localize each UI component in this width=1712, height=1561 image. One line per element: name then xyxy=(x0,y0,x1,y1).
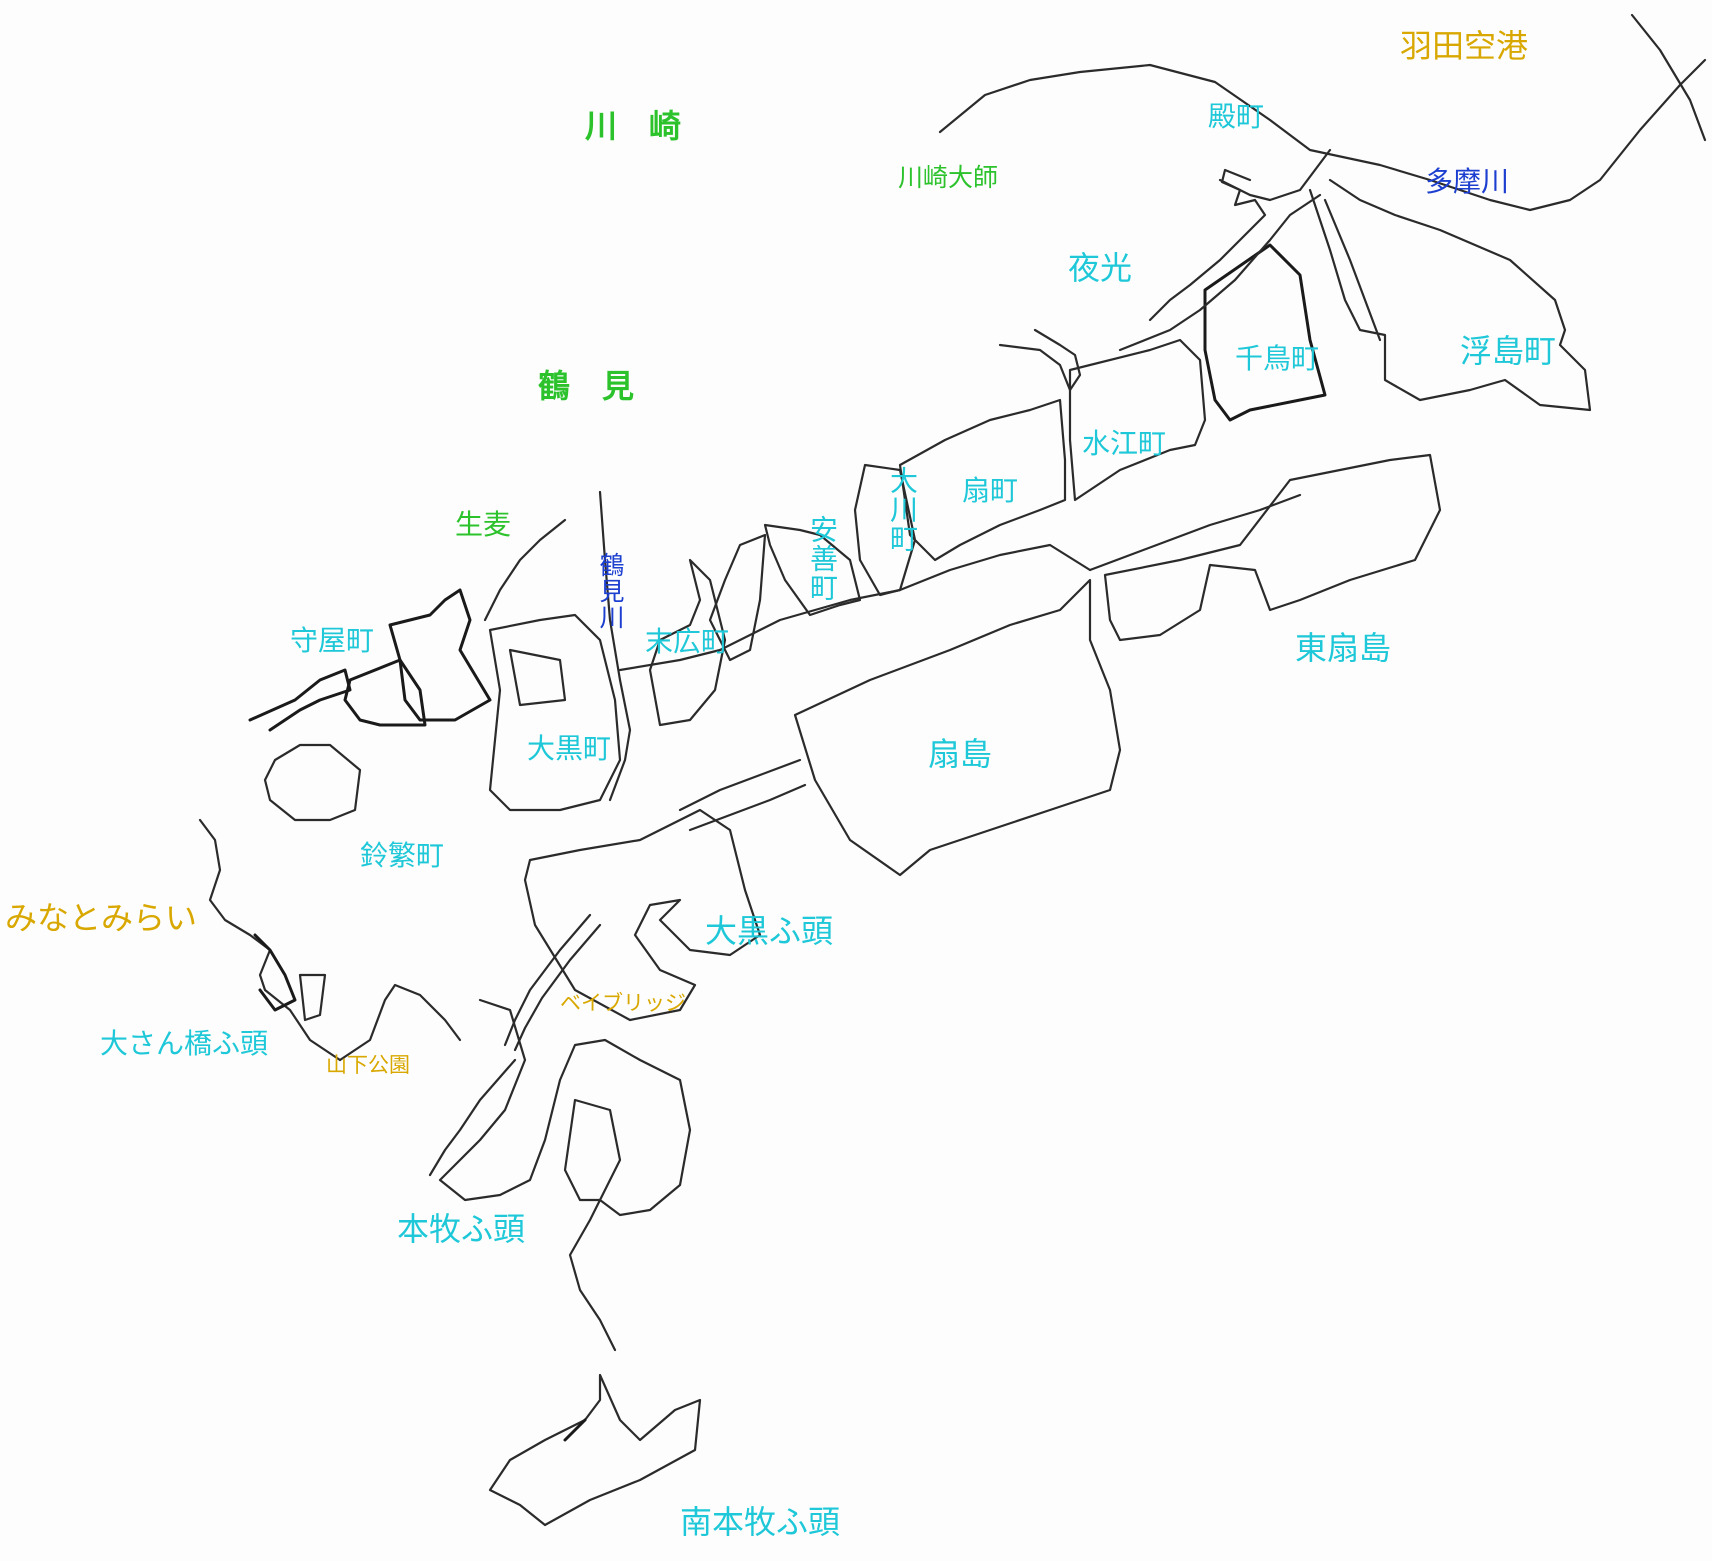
daikoku-futo-outline xyxy=(523,808,762,1022)
ogishima-connector-south xyxy=(688,783,807,832)
label-kawasaki: 川 崎 xyxy=(585,107,682,145)
label-chidoricho: 千鳥町 xyxy=(1235,342,1320,375)
label-tamagawa: 多摩川 xyxy=(1425,165,1510,198)
mainland-southeast-edge xyxy=(1088,493,1302,572)
ogishima-connector xyxy=(678,758,802,812)
label-ukishimacho: 浮島町 xyxy=(1460,332,1557,370)
label-ogimachi: 扇町 xyxy=(962,474,1019,507)
suehirocho-outline xyxy=(648,558,727,727)
ogishima-outline xyxy=(793,578,1122,877)
haneda-edge xyxy=(1630,13,1707,142)
yamashita-coast xyxy=(338,983,462,1062)
tsurumigawa-east xyxy=(483,518,567,622)
moriyacho-outline xyxy=(388,588,492,722)
suzushigecho-outline xyxy=(263,743,362,822)
label-minatomirai: みなとみらい xyxy=(5,899,198,937)
ukishima-outline xyxy=(1308,178,1592,412)
label-suehirocho: 末広町 xyxy=(645,625,730,658)
minatomirai-coast xyxy=(198,818,342,1062)
label-mizuecho: 水江町 xyxy=(1082,427,1167,460)
mainland-shore xyxy=(618,543,1092,672)
bay-bridge-parallel xyxy=(513,923,602,1052)
label-tsurumi: 鶴 見 xyxy=(538,367,635,405)
minami-honmoku-outline xyxy=(488,1373,702,1527)
moriyacho-piers xyxy=(248,668,352,732)
label-haneda: 羽田空港 xyxy=(1400,27,1529,65)
minami-honmoku-bridge xyxy=(563,1418,587,1442)
label-tsurumigawa: 鶴見川 xyxy=(596,552,625,630)
moriyacho-west xyxy=(343,658,427,727)
daikokucho-outline xyxy=(488,613,622,812)
honmoku-basin xyxy=(563,1098,622,1202)
ogimachi-outline xyxy=(898,398,1067,562)
bay-bridge xyxy=(503,913,592,1047)
anzencho-west xyxy=(708,533,767,662)
label-kawasaki-daishi: 川崎大師 xyxy=(898,163,999,192)
label-daikokucho: 大黒町 xyxy=(527,732,612,765)
mizuecho-jetty xyxy=(998,328,1082,392)
ukishima-inner-channel xyxy=(1323,198,1382,342)
label-osanbashi-futo: 大さん橋ふ頭 xyxy=(100,1027,269,1060)
higashi-ogishima-outline xyxy=(1103,453,1442,642)
label-ogishima: 扇島 xyxy=(928,735,993,773)
honmoku-west xyxy=(428,1058,517,1177)
label-tonomachi: 殿町 xyxy=(1208,100,1265,133)
daikokucho-inner xyxy=(508,648,567,707)
osanbashi-pier xyxy=(298,973,327,1022)
honmoku-futo-outline xyxy=(438,998,692,1352)
label-anzencho: 安善町 xyxy=(806,515,839,602)
yako-outline xyxy=(1118,193,1322,352)
mizuecho-outline xyxy=(1068,338,1207,502)
label-higashi-ogishima: 東扇島 xyxy=(1295,629,1392,667)
label-moriyacho: 守屋町 xyxy=(290,624,375,657)
tsurumigawa-west xyxy=(598,490,632,802)
label-okawacho: 大川町 xyxy=(886,466,919,553)
label-yamashita-koen: 山下公園 xyxy=(326,1053,410,1077)
tamagawa-north-bank xyxy=(938,58,1707,212)
label-namamugi: 生麦 xyxy=(455,508,512,541)
label-honmoku-futo: 本牧ふ頭 xyxy=(397,1210,526,1248)
label-minami-honmoku-futo: 南本牧ふ頭 xyxy=(680,1503,841,1541)
minatomirai-pier xyxy=(253,933,297,1012)
label-yako: 夜光 xyxy=(1068,249,1133,287)
label-bay-bridge: ベイブリッジ xyxy=(560,991,686,1015)
label-suzushigecho: 鈴繁町 xyxy=(360,839,445,872)
yako-pier xyxy=(1148,168,1267,322)
anzencho-outline xyxy=(763,523,862,617)
label-daikoku-futo: 大黒ふ頭 xyxy=(705,912,834,950)
chidoricho-outline xyxy=(1203,243,1327,422)
